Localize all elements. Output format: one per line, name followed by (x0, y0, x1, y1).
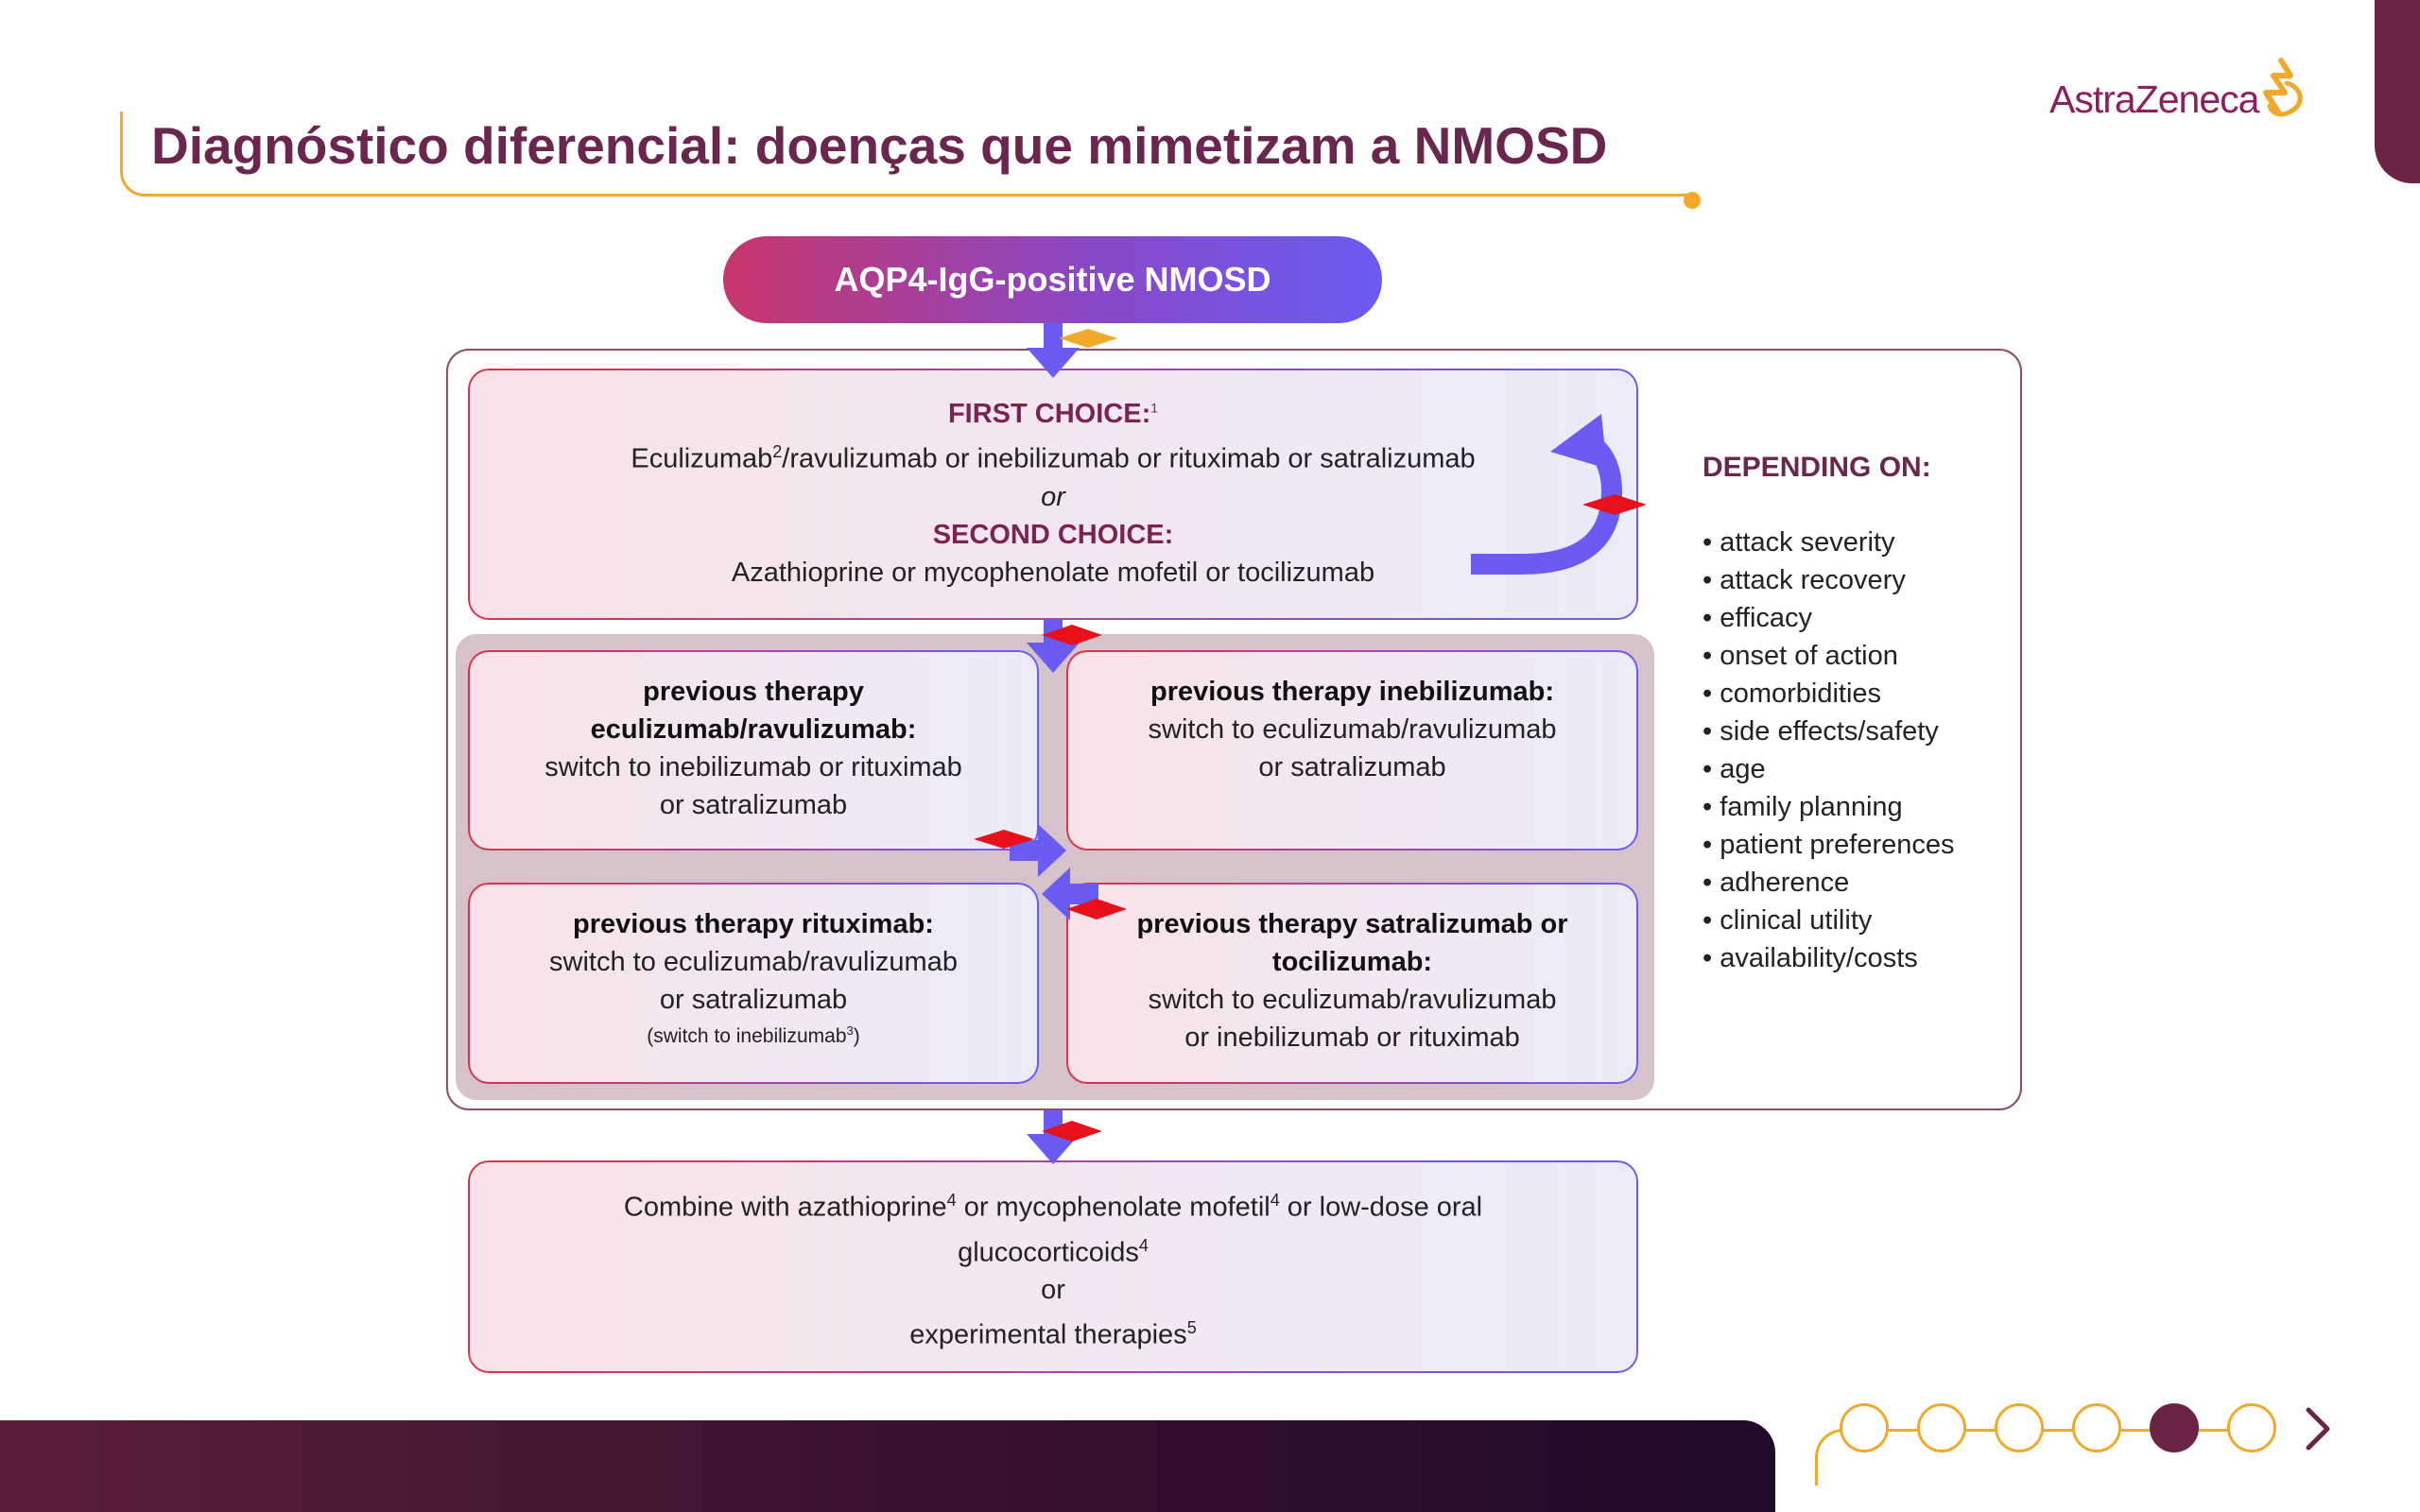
list-item: attack recovery (1703, 561, 1955, 599)
first-choice-text: Eculizumab2/ravulizumab or inebilizumab … (470, 433, 1636, 478)
second-choice-text: Azathioprine or mycophenolate mofetil or… (731, 557, 1375, 588)
switch-box-inebilizumab: previous therapy inebilizumab: switch to… (1066, 650, 1638, 850)
first-choice-sup: 2 (772, 442, 783, 461)
switch-ecu-body-1: switch to inebilizumab or rituximab (544, 752, 962, 782)
red-diamond-marker (1042, 1121, 1102, 1142)
combine-sup-b: 4 (1270, 1191, 1280, 1210)
pagination-dot[interactable] (1840, 1403, 1889, 1452)
switch-sat-body-2: or inebilizumab or rituximab (1184, 1022, 1520, 1053)
combine-text-c: or low-dose oral (1279, 1192, 1483, 1223)
combine-text-glucocorticoids: glucocorticoids (958, 1237, 1139, 1268)
title-dot (1684, 192, 1701, 209)
red-diamond-marker (1066, 899, 1127, 919)
list-item: patient preferences (1703, 826, 1954, 864)
combine-or: or (1041, 1275, 1065, 1306)
switch-ine-body-1: switch to eculizumab/ravulizumab (1148, 714, 1557, 745)
page-title: Diagnóstico diferencial: doenças que mim… (151, 116, 1608, 175)
combine-text-b: or mycophenolate mofetil (956, 1192, 1270, 1223)
combine-sup-d: 5 (1186, 1318, 1197, 1338)
corner-tab (2375, 0, 2420, 183)
switch-box-satralizumab: previous therapy satralizumab or tociliz… (1066, 883, 1638, 1084)
list-item: side effects/safety (1703, 713, 1955, 750)
combine-text-a: Combine with azathioprine (623, 1192, 947, 1223)
combine-line-2: glucocorticoids4 (470, 1227, 1636, 1272)
pagination-dot[interactable] (2072, 1403, 2121, 1452)
loop-arrow-icon (1471, 414, 1623, 575)
combine-sup-c: 4 (1138, 1235, 1149, 1255)
choice-or: or (1041, 481, 1065, 512)
combine-text-experimental: experimental therapies (909, 1319, 1187, 1350)
switch-rit-note-text: (switch to inebilizumab (647, 1025, 847, 1047)
switch-sat-title-2: tocilizumab: (1271, 947, 1433, 977)
switch-ecu-body-2: or satralizumab (659, 790, 848, 820)
switch-rit-body-1: switch to eculizumab/ravulizumab (549, 947, 958, 977)
switch-rit-body-2: or satralizumab (659, 985, 848, 1015)
switch-ine-body-2: or satralizumab (1258, 752, 1446, 782)
combine-therapy-box: Combine with azathioprine4 or mycophenol… (468, 1160, 1638, 1373)
arrow-down-icon (1027, 323, 1080, 378)
first-choice-text-b: /ravulizumab or inebilizumab or rituxima… (782, 443, 1476, 474)
second-choice-label: SECOND CHOICE: (932, 519, 1174, 550)
depending-on-list: attack severity attack recovery efficacy… (1703, 524, 1955, 977)
combine-line-1: Combine with azathioprine4 or mycophenol… (470, 1181, 1636, 1227)
red-diamond-marker (974, 830, 1034, 849)
combine-line-4: experimental therapies5 (470, 1309, 1636, 1354)
aqp4-positive-pill: AQP4-IgG-positive NMOSD (723, 236, 1382, 323)
pagination-dot[interactable] (2227, 1403, 2276, 1452)
list-item: clinical utility (1703, 902, 1955, 939)
first-choice-text-a: Eculizumab (631, 443, 773, 474)
pagination-dot[interactable] (1917, 1403, 1966, 1452)
logo-text: AstraZeneca (2049, 77, 2259, 121)
pagination-dot[interactable] (1995, 1403, 2044, 1452)
astrazeneca-mark-icon (2263, 58, 2303, 117)
switch-rit-note: (switch to inebilizumab3) (470, 1019, 1037, 1049)
list-item: family planning (1703, 788, 1955, 826)
switch-sat-body-1: switch to eculizumab/ravulizumab (1148, 985, 1557, 1015)
list-item: comorbidities (1703, 675, 1955, 713)
first-choice-ref: 1 (1150, 400, 1159, 416)
switch-ecu-title-2: eculizumab/ravulizumab: (590, 714, 917, 745)
switch-box-eculizumab: previous therapy eculizumab/ravulizumab:… (468, 650, 1039, 850)
red-diamond-marker (1042, 625, 1102, 645)
treatment-frame (446, 349, 2022, 1110)
switch-rit-note-sup: 3 (846, 1023, 854, 1038)
red-diamond-marker (1582, 494, 1647, 515)
switch-ine-title: previous therapy inebilizumab: (1150, 677, 1555, 707)
pagination-dot[interactable] (2150, 1403, 2199, 1452)
list-item: efficacy (1703, 599, 1955, 637)
arrow-right-icon (1010, 824, 1066, 877)
switch-rit-title: previous therapy rituximab: (573, 909, 934, 939)
list-item: age (1703, 750, 1955, 788)
combine-sup-a: 4 (946, 1191, 957, 1210)
arrow-left-icon (1042, 868, 1098, 920)
footer-band (0, 1420, 1775, 1512)
title-underline (120, 112, 1692, 197)
depending-on-title: DEPENDING ON: (1703, 452, 1931, 483)
list-item: onset of action (1703, 637, 1955, 675)
depending-on-section: DEPENDING ON: attack severity attack rec… (1703, 452, 1955, 977)
first-second-choice-box: FIRST CHOICE:1 Eculizumab2/ravulizumab o… (468, 369, 1638, 620)
list-item: availability/costs (1703, 939, 1955, 977)
switch-ecu-title-1: previous therapy (643, 677, 864, 707)
list-item: attack severity (1703, 524, 1955, 561)
list-item: adherence (1703, 864, 1955, 902)
first-choice-label: FIRST CHOICE: (947, 399, 1151, 429)
switch-sat-title-1: previous therapy satralizumab or (1136, 909, 1568, 939)
switch-box-rituximab: previous therapy rituximab: switch to ec… (468, 883, 1039, 1084)
chevron-right-icon[interactable] (2299, 1402, 2337, 1455)
gold-diamond-marker (1059, 329, 1117, 348)
astrazeneca-logo: AstraZeneca (2049, 57, 2311, 142)
switch-rit-note-end: ) (853, 1025, 860, 1047)
